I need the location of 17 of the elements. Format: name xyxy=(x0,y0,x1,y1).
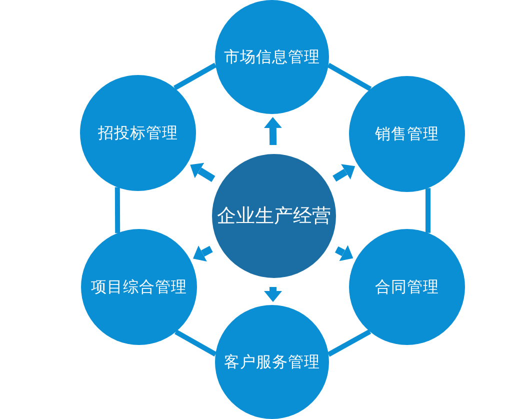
connector-line xyxy=(327,62,372,92)
connector-line xyxy=(426,188,430,233)
center-circle: 企业生产经营 xyxy=(212,154,336,278)
arrow xyxy=(334,246,354,258)
connector-line xyxy=(174,330,217,356)
arrow xyxy=(192,246,213,259)
topic-circle: 市场信息管理 xyxy=(215,0,329,114)
topic-circle: 销售管理 xyxy=(349,76,465,192)
topic-circle: 合同管理 xyxy=(349,229,465,345)
connector-line xyxy=(327,329,372,357)
arrow xyxy=(332,166,356,182)
topic-circle: 客户服务管理 xyxy=(215,305,329,419)
topic-circle: 招投标管理 xyxy=(80,75,196,191)
connector-line xyxy=(173,62,217,90)
topic-circle: 项目综合管理 xyxy=(81,229,197,345)
connector-line xyxy=(114,187,120,234)
arrow xyxy=(190,164,216,182)
